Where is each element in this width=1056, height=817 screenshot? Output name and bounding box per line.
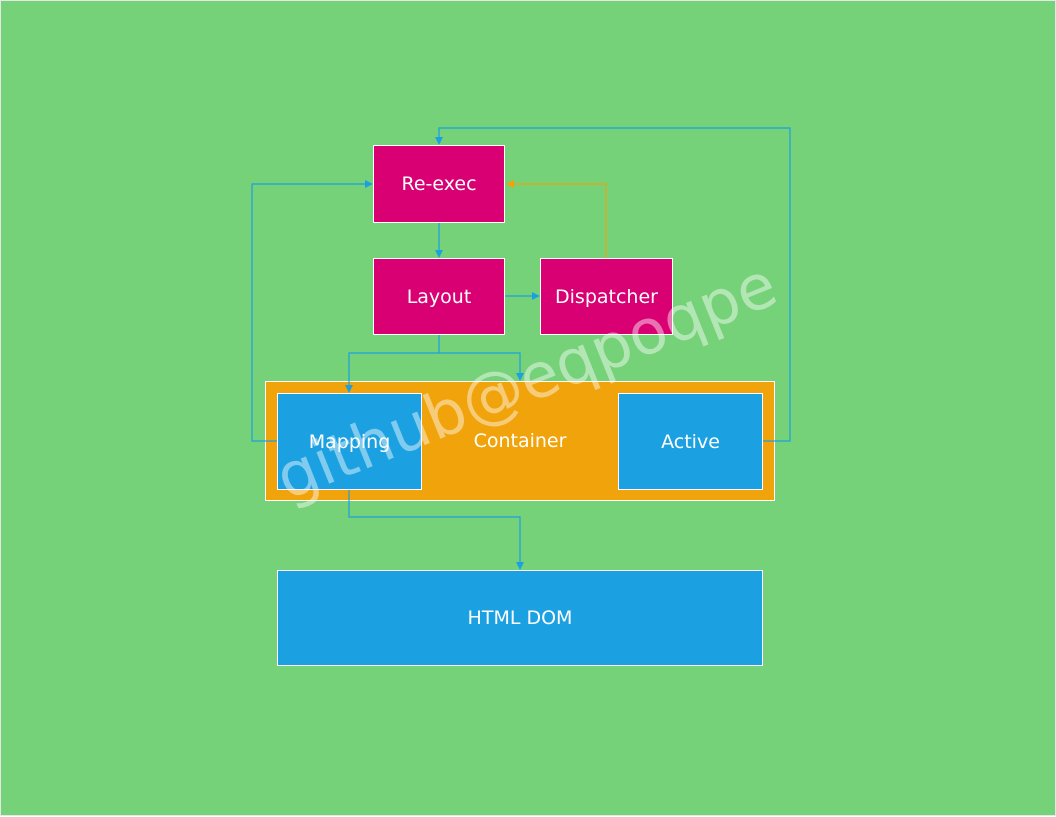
active-label: Active (661, 430, 720, 453)
mapping-label: Mapping (308, 430, 391, 453)
html-dom-node: HTML DOM (277, 570, 763, 666)
mapping-node: Mapping (277, 393, 422, 490)
html-dom-label: HTML DOM (467, 607, 573, 629)
dispatcher-node: Dispatcher (540, 258, 673, 335)
edge-dispatcher-to-reexec (506, 180, 607, 258)
container-label: Container (473, 430, 567, 452)
edge-mapping-to-html-dom (348, 490, 524, 570)
layout-node: Layout (373, 258, 505, 335)
reexec-label: Re-exec (401, 173, 477, 195)
dispatcher-label: Dispatcher (555, 285, 658, 308)
layout-label: Layout (406, 285, 472, 308)
edge-layout-to-container (439, 352, 524, 381)
reexec-node: Re-exec (373, 145, 505, 223)
active-node: Active (618, 393, 763, 490)
